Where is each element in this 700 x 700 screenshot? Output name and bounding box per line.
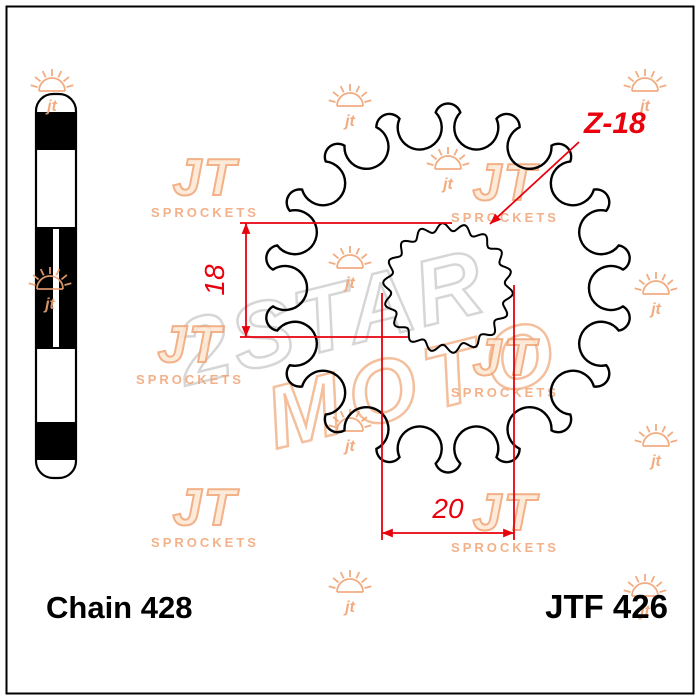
sprocket-side-view [34,92,78,480]
part-number-label: JTF 426 [545,588,668,625]
width-dimension: 20 [381,285,515,540]
chain-size-label: Chain 428 [46,590,192,625]
height-dimension: 18 [199,222,452,338]
teeth-count-label: Z-18 [583,107,646,140]
border-frame [5,5,695,695]
teeth-count-annotation: Z-18 [489,107,646,225]
side-view-hub [36,227,76,349]
width-dimension-label: 20 [431,493,464,524]
height-dimension-label: 18 [199,264,230,296]
side-view-bottom-band [36,422,76,460]
side-view-top-band [36,112,76,150]
leader-line [489,141,580,225]
